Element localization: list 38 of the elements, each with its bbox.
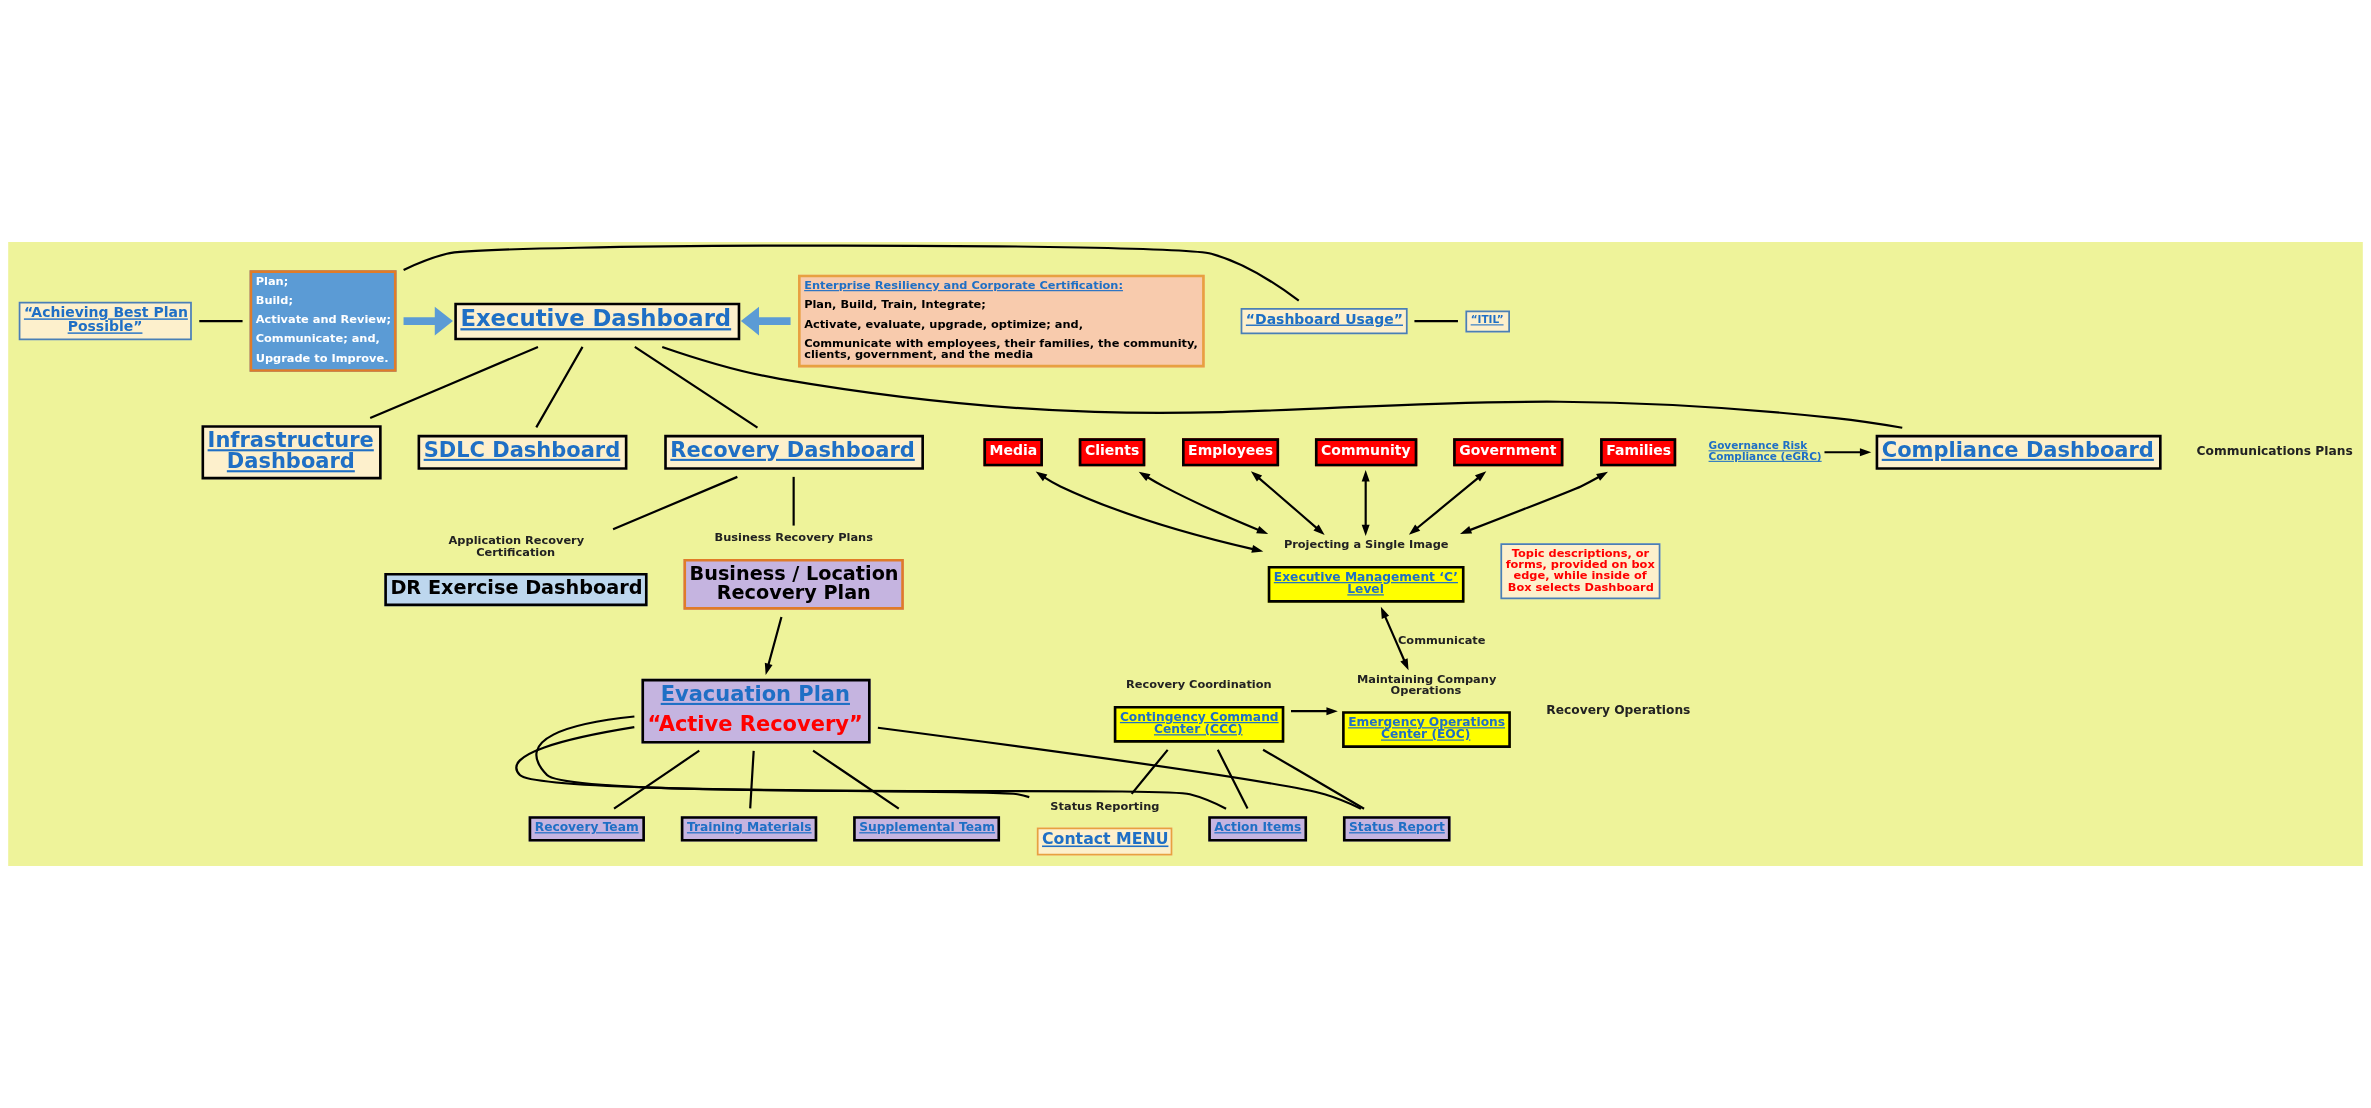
node-label: Application Recovery Certification [448, 533, 585, 559]
arrow [1138, 471, 1269, 534]
connector [613, 749, 700, 810]
node-label: Recovery Coordination [1126, 676, 1272, 691]
connector [515, 726, 1030, 799]
connector [749, 750, 755, 809]
edge-label: Communicate [1398, 633, 1486, 648]
arrow [1361, 470, 1370, 537]
node-label: Status Reporting [1050, 798, 1160, 813]
node-label: Projecting a Single Image [1283, 536, 1449, 551]
connector [403, 244, 1300, 302]
arrow [1380, 606, 1409, 671]
label: Recovery Operations [1546, 702, 1691, 717]
connector [612, 475, 738, 531]
arrow [1824, 448, 1872, 457]
arrow [1460, 471, 1608, 534]
arrow [1250, 471, 1325, 535]
connector [634, 346, 759, 429]
connector [1414, 320, 1458, 323]
node-label: Business Recovery Plans [714, 529, 873, 544]
node-text: Governance Risk Compliance (eGRC) [1708, 439, 1822, 462]
connector [199, 320, 243, 323]
label: Communications Plans [2196, 443, 2353, 458]
arrow [764, 616, 783, 675]
connector [369, 345, 539, 420]
connector [535, 346, 584, 428]
connector [792, 476, 795, 526]
connector [535, 715, 1227, 810]
connector [1262, 748, 1365, 810]
arrow [1291, 707, 1338, 716]
connector [1216, 749, 1249, 809]
arrow [1035, 471, 1264, 553]
connector [1130, 749, 1169, 795]
connector [877, 726, 1362, 810]
node-label: Maintaining Company Operations [1356, 671, 1497, 698]
arrow [1408, 471, 1487, 535]
connector [812, 749, 900, 810]
connector [661, 345, 1903, 429]
